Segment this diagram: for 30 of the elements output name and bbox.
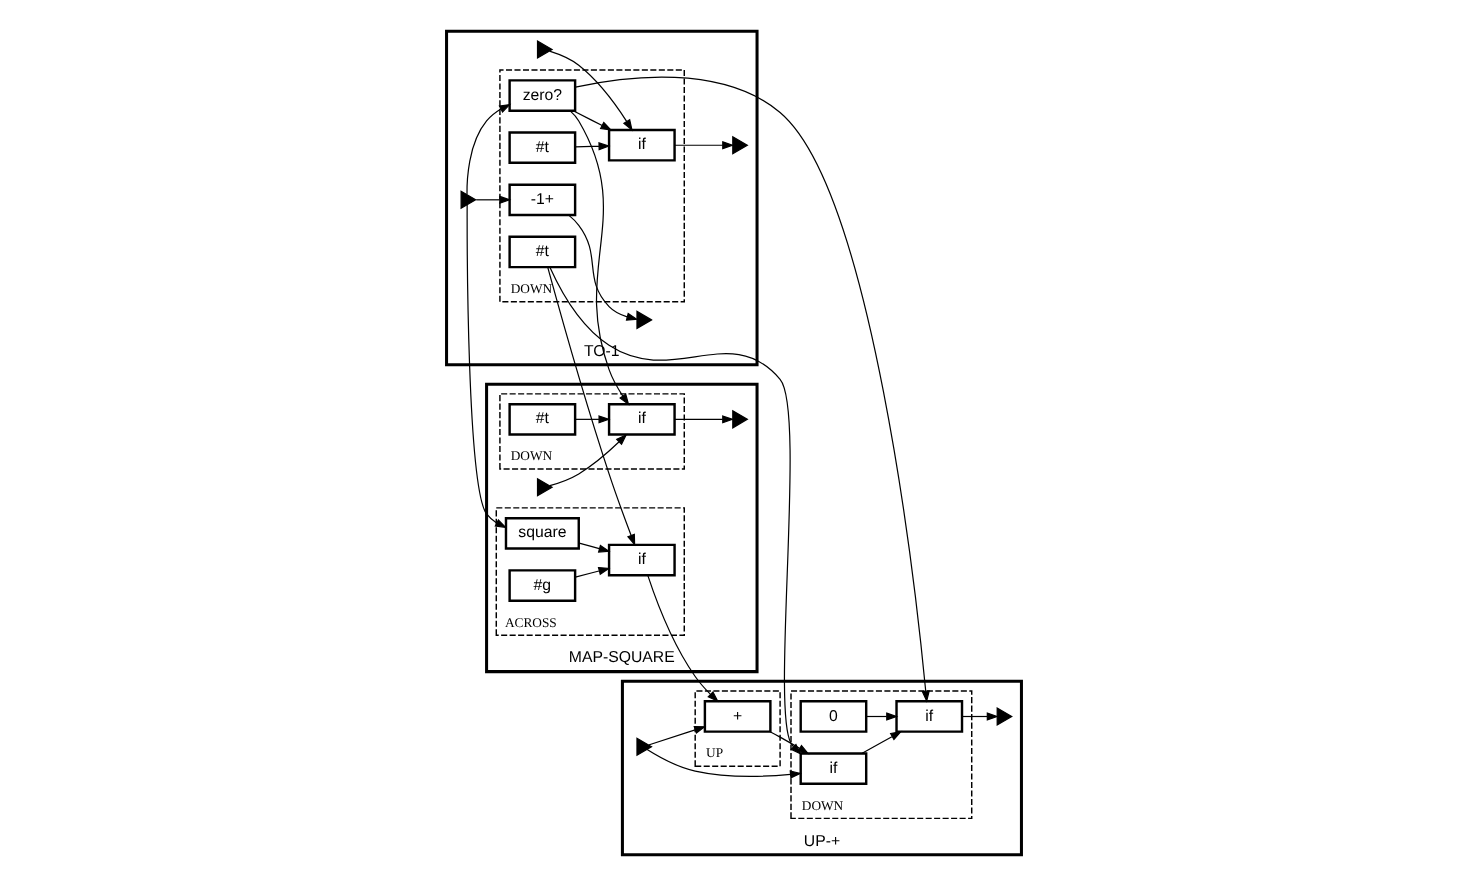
- node-triangle: [535, 477, 553, 497]
- arrow: [546, 266, 635, 547]
- arrow: [571, 110, 612, 131]
- arrow: [864, 712, 898, 721]
- arrow: [960, 712, 998, 721]
- arrow: [645, 748, 802, 779]
- arrow: [573, 566, 610, 578]
- node-triangle: [635, 310, 652, 330]
- arrow: [547, 50, 632, 132]
- arrow: [860, 730, 902, 754]
- node-triangle: [635, 737, 652, 757]
- arrow: [568, 110, 629, 406]
- arrow: [567, 214, 638, 321]
- arrow: [673, 141, 734, 150]
- arrow: [474, 195, 511, 205]
- arrow: [573, 76, 929, 703]
- node-triangle: [731, 135, 748, 155]
- arrow: [548, 433, 627, 487]
- arrow: [647, 726, 706, 746]
- arrow: [573, 415, 610, 424]
- node-triangle: [535, 39, 553, 59]
- node-triangle: [459, 190, 476, 210]
- arrow: [573, 142, 610, 151]
- node-triangle: [731, 409, 748, 429]
- arrow: [673, 415, 734, 424]
- node-triangle: [995, 706, 1012, 727]
- arrow: [465, 204, 507, 529]
- arrow: [577, 542, 610, 553]
- arrow: [465, 103, 511, 196]
- arrow: [646, 574, 718, 703]
